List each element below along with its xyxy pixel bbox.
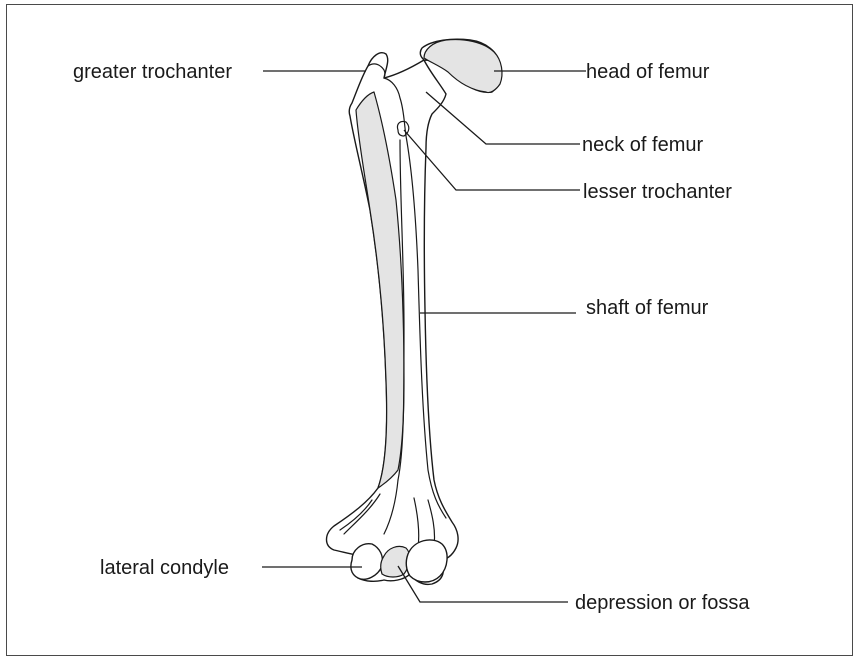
label-lateral-condyle: lateral condyle bbox=[100, 557, 229, 579]
label-greater-trochanter: greater trochanter bbox=[73, 61, 232, 83]
leader-neck-of-femur bbox=[426, 92, 580, 144]
label-shaft-of-femur: shaft of femur bbox=[586, 297, 709, 319]
label-lesser-trochanter: lesser trochanter bbox=[583, 181, 732, 203]
femur-outline bbox=[327, 39, 502, 584]
label-neck-of-femur: neck of femur bbox=[582, 134, 704, 156]
medial-condyle bbox=[406, 540, 447, 582]
label-depression-or-fossa: depression or fossa bbox=[575, 592, 750, 614]
label-head-of-femur: head of femur bbox=[586, 61, 710, 83]
leader-lesser-trochanter bbox=[404, 130, 580, 190]
